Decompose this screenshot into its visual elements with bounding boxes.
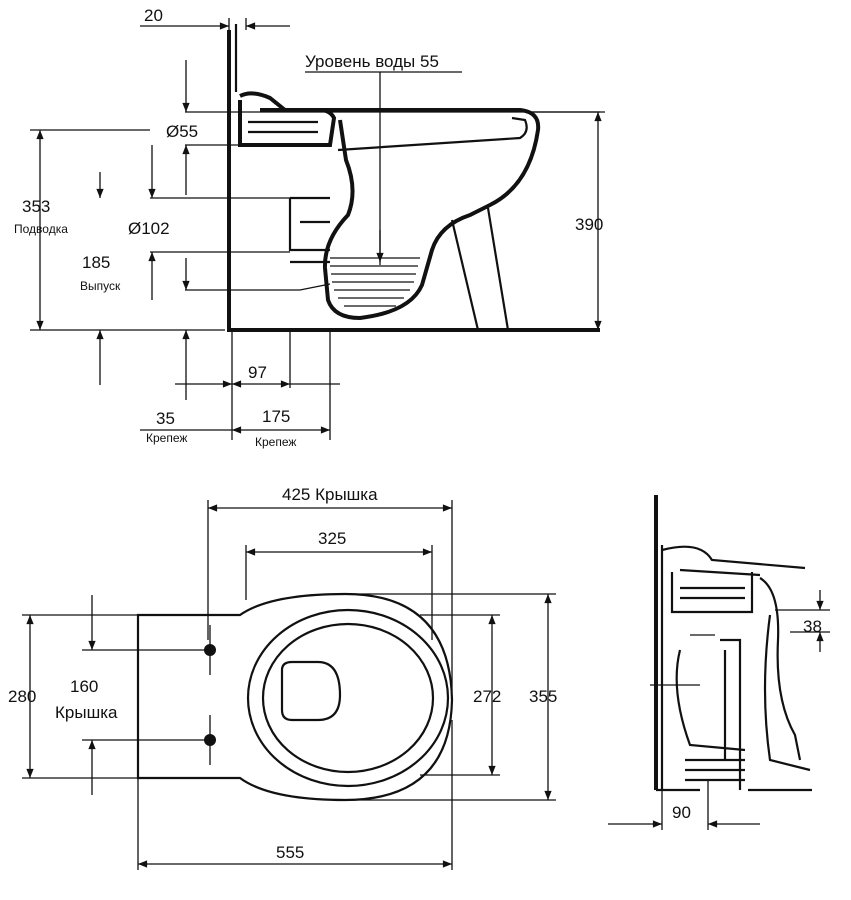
side-view: 20 Уровень воды 55 Ø55 353 Подводка Ø102… <box>14 6 605 449</box>
dim-20-label: 20 <box>144 6 163 25</box>
dim-38-label: 38 <box>803 617 822 636</box>
dim-425-label: 425 Крышка <box>282 485 378 504</box>
mounting-holes <box>204 625 216 765</box>
kryshka-label: Крышка <box>55 703 118 722</box>
dim-355-label: 355 <box>529 687 557 706</box>
seat-inner <box>248 120 318 134</box>
end-outlet <box>675 638 746 790</box>
dim-272-label: 272 <box>473 687 501 706</box>
end-cistern-body <box>680 586 745 600</box>
dim-d55-label: Ø55 <box>166 122 198 141</box>
dim-97-label: 97 <box>248 363 267 382</box>
bowl-foot <box>450 207 510 331</box>
podvodka-label: Подводка <box>14 222 68 236</box>
dim-325-label: 325 <box>318 529 346 548</box>
krepezh-2-label: Крепеж <box>255 435 296 449</box>
outlet-pipe <box>288 196 330 264</box>
wall-line <box>227 30 600 332</box>
dim-d102-label: Ø102 <box>128 219 170 238</box>
krepezh-1-label: Крепеж <box>146 431 187 445</box>
vypusk-label: Выпуск <box>80 279 121 293</box>
dim-175-label: 175 <box>262 407 290 426</box>
water-level-label: Уровень воды 55 <box>305 52 439 71</box>
bowl-opening <box>280 660 342 722</box>
bowl-outline <box>239 91 541 321</box>
seat-block <box>238 100 337 147</box>
dim-280-label: 280 <box>8 687 36 706</box>
dim-35-label: 35 <box>156 409 175 428</box>
dim-390-label: 390 <box>575 215 603 234</box>
top-view: 425 Крышка 325 280 160 Крышка 272 355 55… <box>8 485 557 870</box>
dim-90-label: 90 <box>672 803 691 822</box>
end-view: 38 90 <box>608 495 830 830</box>
dim-555-label: 555 <box>276 843 304 862</box>
dim-185-label: 185 <box>82 253 110 272</box>
bowl-rim-outer <box>246 608 450 788</box>
bowl-inner-rim <box>337 116 528 152</box>
end-cistern-top <box>661 545 806 614</box>
water-hatch <box>330 257 420 307</box>
toilet-outline <box>136 592 454 802</box>
dim-160-label: 160 <box>70 677 98 696</box>
dim-353-label: 353 <box>22 197 50 216</box>
end-bowl-curve <box>759 577 811 772</box>
bowl-rim-inner <box>261 622 435 774</box>
